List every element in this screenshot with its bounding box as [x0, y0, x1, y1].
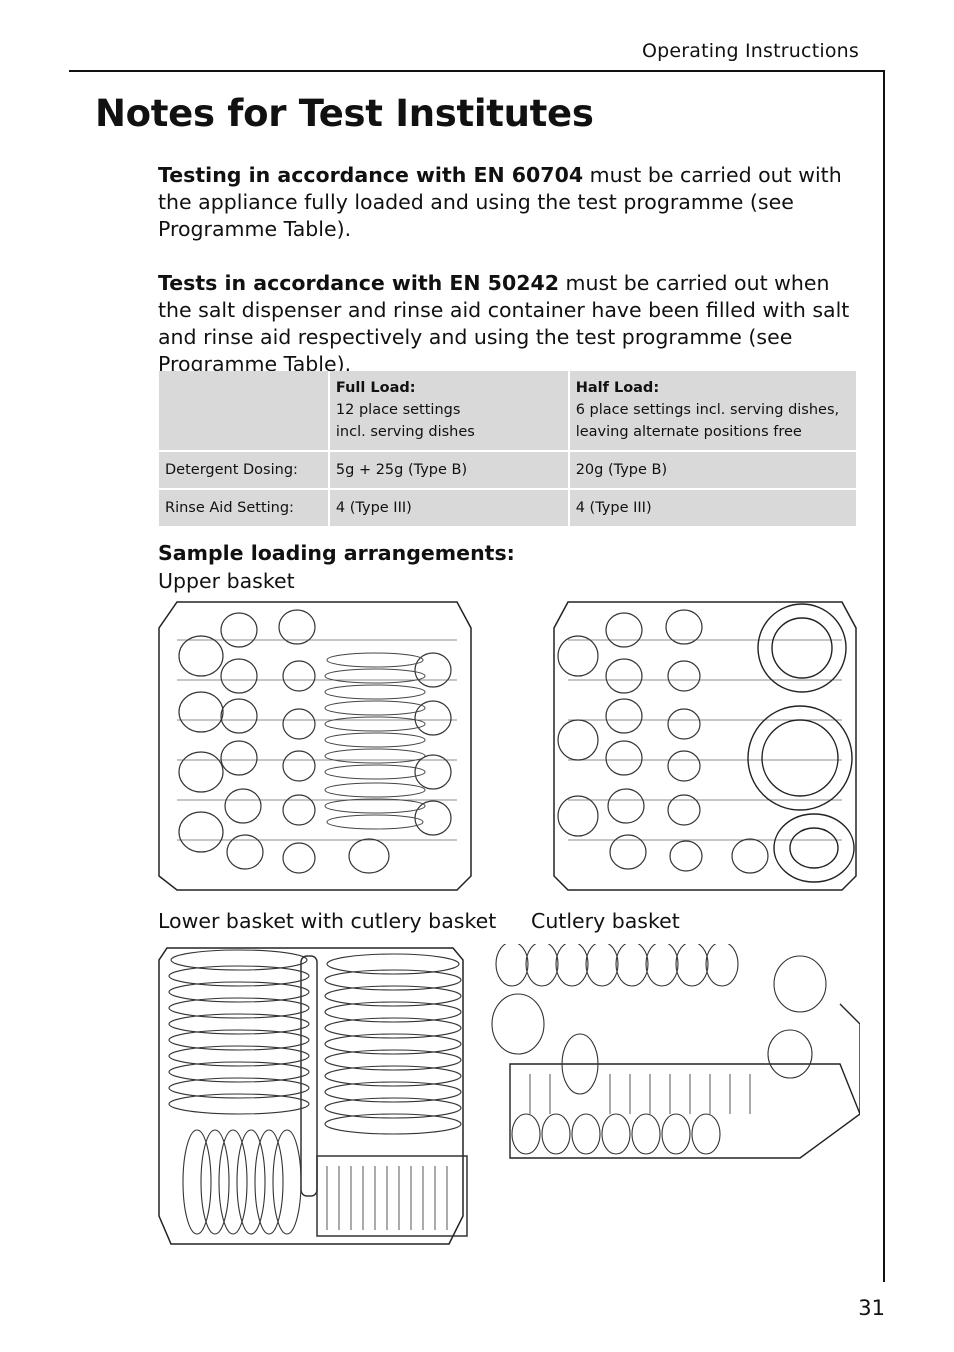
table-header-row: Full Load: 12 place settings incl. servi… [159, 371, 856, 450]
sample-loading-title: Sample loading arrangements: [158, 541, 515, 565]
page-title: Notes for Test Institutes [95, 92, 594, 135]
table-row: Rinse Aid Setting: 4 (Type III) 4 (Type … [159, 490, 856, 526]
paragraph-lead: Tests in accordance with EN 50242 [158, 271, 560, 295]
header-rule [69, 70, 885, 72]
upper-basket-caption: Upper basket [158, 569, 295, 593]
cutlery-basket-caption: Cutlery basket [531, 909, 680, 933]
paragraph-en60704: Testing in accordance with EN 60704 must… [158, 162, 858, 243]
cutlery-basket-illustration [491, 944, 860, 1159]
table-header-empty [159, 371, 328, 450]
half-load-title: Half Load: [575, 380, 660, 396]
table-cell: 20g (Type B) [569, 452, 856, 488]
test-settings-table: Full Load: 12 place settings incl. servi… [157, 369, 858, 528]
table-row: Detergent Dosing: 5g + 25g (Type B) 20g … [159, 452, 856, 488]
half-load-line: 6 place settings incl. serving dishes, [575, 402, 840, 418]
upper-basket-half-illustration [553, 601, 857, 891]
running-header: Operating Instructions [641, 40, 859, 62]
table-cell: 4 (Type III) [329, 490, 568, 526]
paragraph-body: must be carried out with the appliance f… [158, 163, 842, 241]
table-cell: Rinse Aid Setting: [159, 490, 328, 526]
table-header-half-load: Half Load: 6 place settings incl. servin… [569, 371, 856, 450]
paragraph-body: must be carried out when the salt dispen… [158, 271, 850, 376]
lower-basket-illustration [158, 947, 468, 1245]
table-cell: 5g + 25g (Type B) [329, 452, 568, 488]
side-rule [883, 70, 885, 1282]
paragraph-en50242: Tests in accordance with EN 50242 must b… [158, 270, 858, 378]
paragraph-lead: Testing in accordance with EN 60704 [158, 163, 584, 187]
page-number: 31 [858, 1296, 885, 1320]
upper-basket-full-illustration [158, 601, 472, 891]
full-load-line: 12 place settings [335, 402, 461, 418]
table-cell: 4 (Type III) [569, 490, 856, 526]
full-load-line: incl. serving dishes [335, 424, 475, 440]
full-load-title: Full Load: [335, 380, 416, 396]
table-header-full-load: Full Load: 12 place settings incl. servi… [329, 371, 568, 450]
lower-basket-caption: Lower basket with cutlery basket [158, 909, 497, 933]
half-load-line: leaving alternate positions free [575, 424, 802, 440]
table-cell: Detergent Dosing: [159, 452, 328, 488]
